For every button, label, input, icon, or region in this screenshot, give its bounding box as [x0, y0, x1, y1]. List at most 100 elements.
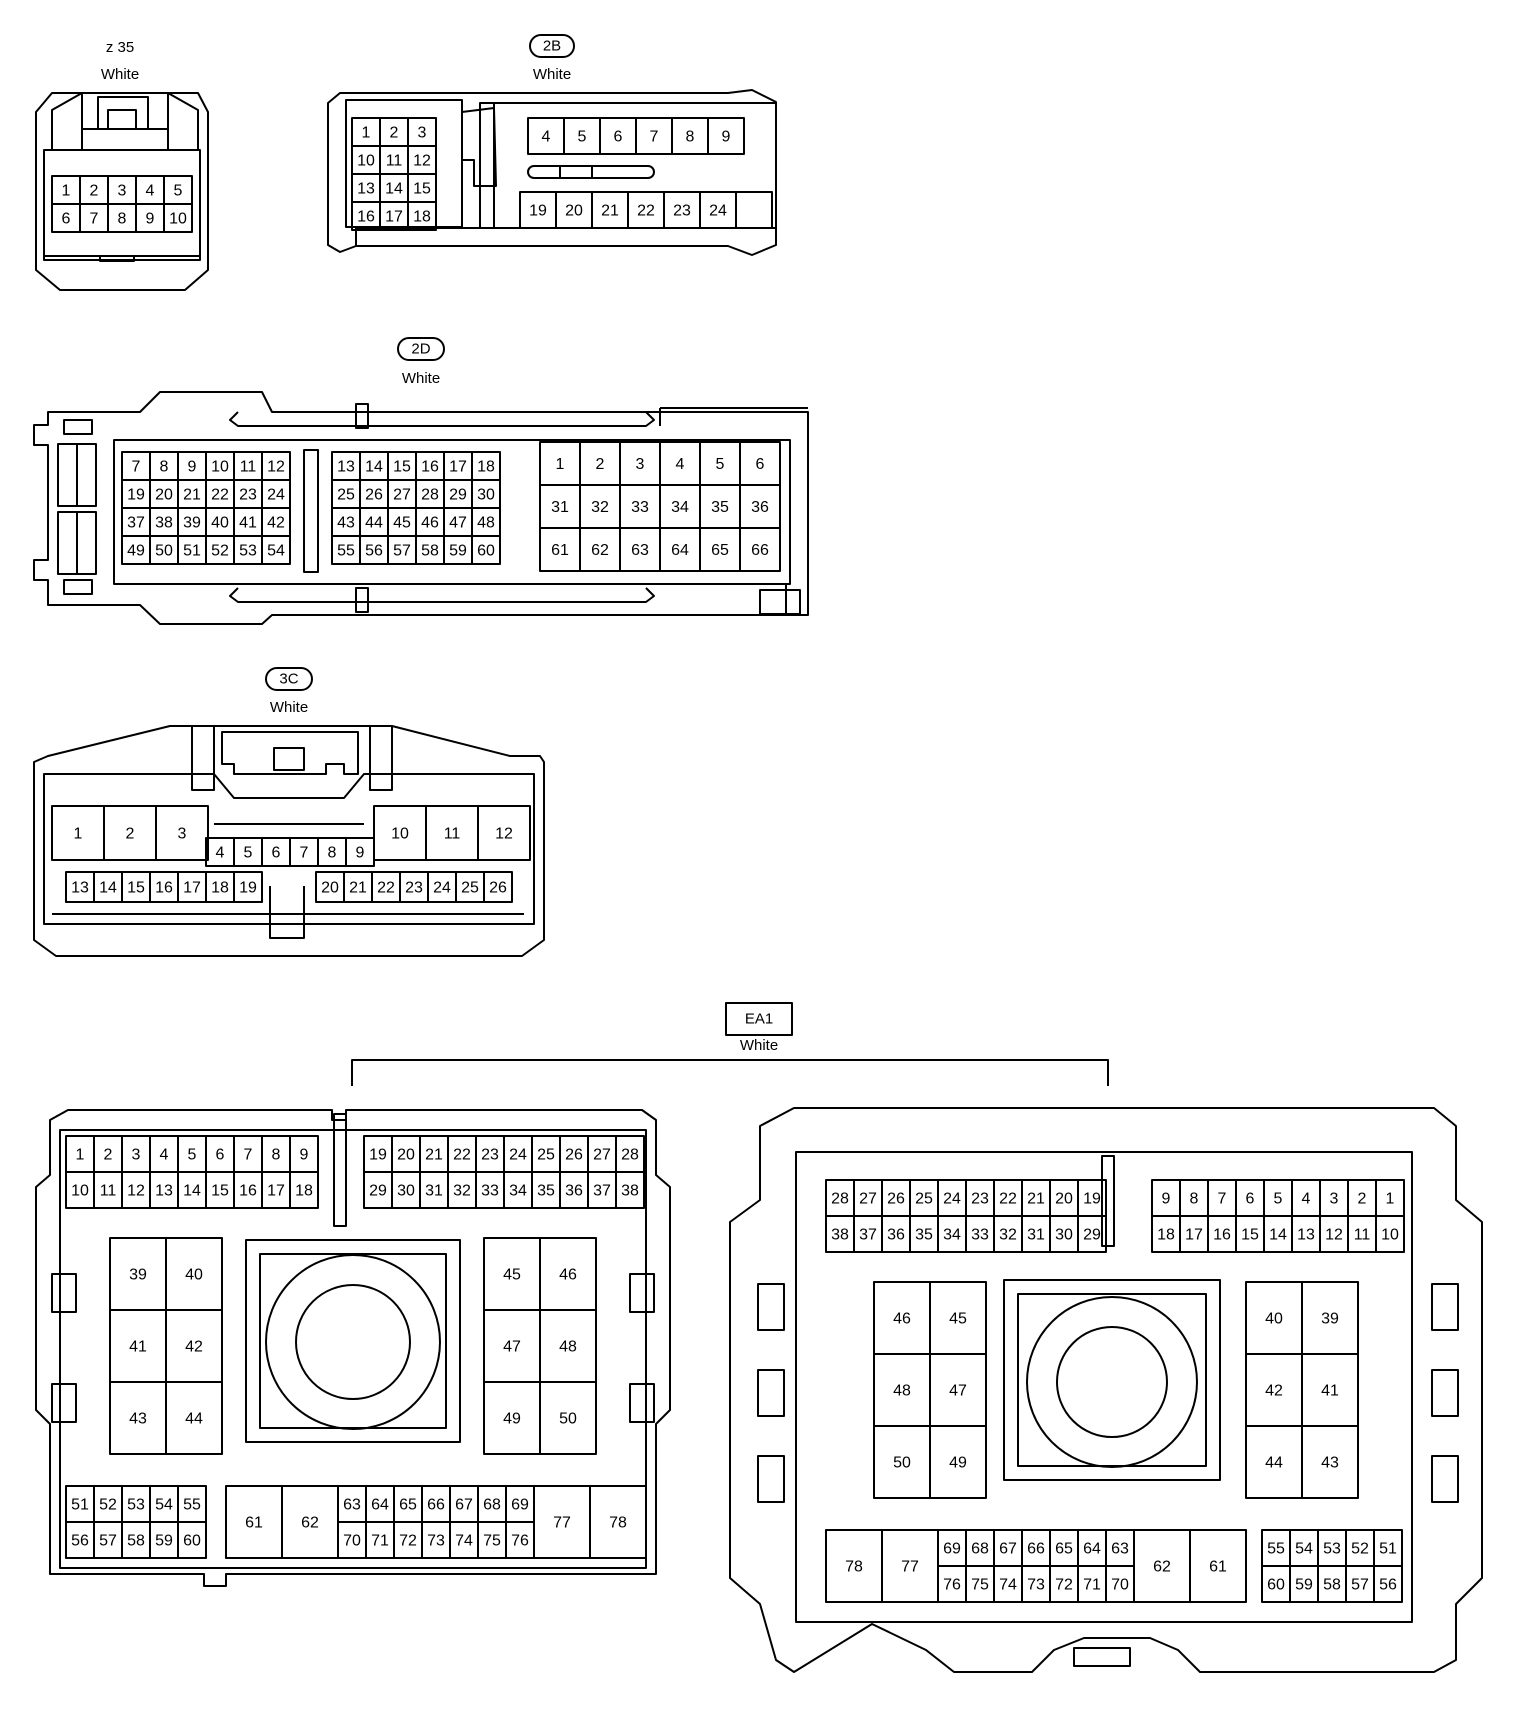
- pin-number: 19: [127, 487, 145, 504]
- pin-number: 5: [716, 456, 725, 473]
- connector-bolt-frame: [245, 1239, 461, 1443]
- pin-cell: 40: [165, 1237, 223, 1311]
- pin-cell: 47: [483, 1309, 541, 1383]
- pin-number: 69: [511, 1497, 529, 1514]
- connector-face: [795, 1151, 1413, 1623]
- pin-cell: 74: [449, 1521, 479, 1559]
- pin-number: 69: [943, 1541, 961, 1558]
- pin-number: 37: [859, 1227, 877, 1244]
- pin-number: 65: [711, 542, 729, 559]
- pin-cell: 28: [615, 1135, 645, 1173]
- pin-cell: 61: [1189, 1529, 1247, 1603]
- pin-number: 40: [185, 1267, 203, 1284]
- pin-cell: 21: [591, 191, 629, 229]
- pin-number: 14: [385, 181, 403, 198]
- pin-cell: 34: [937, 1215, 967, 1253]
- pin-number: 64: [671, 542, 689, 559]
- connector-latch: [51, 1273, 77, 1313]
- pin-cell: 45: [929, 1281, 987, 1355]
- pin-cell: 22: [371, 871, 401, 903]
- pin-cell: 7: [1207, 1179, 1237, 1217]
- pin-number: 51: [183, 543, 201, 560]
- pin-number: 45: [393, 515, 411, 532]
- pin-number: 48: [893, 1383, 911, 1400]
- pin-cell: 10: [163, 203, 193, 233]
- pin-cell: 8: [261, 1135, 291, 1173]
- pin-number: 21: [349, 880, 367, 897]
- pin-number: 3: [636, 456, 645, 473]
- pin-cell: 35: [699, 484, 741, 529]
- pin-cell: 46: [873, 1281, 931, 1355]
- pin-cell: 11: [379, 145, 409, 175]
- pin-cell: 43: [1301, 1425, 1359, 1499]
- pin-cell: 69: [505, 1485, 535, 1523]
- pin-cell: 77: [881, 1529, 939, 1603]
- pin-number: 8: [328, 845, 337, 862]
- pin-cell: 67: [993, 1529, 1023, 1567]
- pin-number: 50: [155, 543, 173, 560]
- connector-key: [269, 886, 305, 939]
- pin-number: 61: [245, 1515, 263, 1532]
- pin-cell: 18: [471, 451, 501, 481]
- pin-cell: 5: [163, 175, 193, 205]
- pin-cell: 17: [1179, 1215, 1209, 1253]
- pin-number: 18: [413, 209, 431, 226]
- pin-number: 13: [71, 880, 89, 897]
- pin-cell: 66: [739, 527, 781, 572]
- pin-cell: 25: [455, 871, 485, 903]
- pin-number: 43: [129, 1411, 147, 1428]
- pin-cell: 42: [1245, 1353, 1303, 1427]
- pin-cell: 76: [505, 1521, 535, 1559]
- pin-number: 42: [185, 1339, 203, 1356]
- pin-number: 62: [301, 1515, 319, 1532]
- pin-cell: 16: [351, 201, 381, 231]
- pin-cell: 24: [261, 479, 291, 509]
- pin-cell: 54: [261, 535, 291, 565]
- connector-latch: [1431, 1455, 1459, 1503]
- pin-number: 9: [300, 1147, 309, 1164]
- pin-number: 41: [1321, 1383, 1339, 1400]
- pin-cell: 52: [1345, 1529, 1375, 1567]
- pin-number: 3: [132, 1147, 141, 1164]
- pin-cell: 48: [471, 507, 501, 537]
- pin-number: 29: [369, 1183, 387, 1200]
- pin-number: 20: [1055, 1191, 1073, 1208]
- connector-code: z 35: [106, 39, 134, 56]
- pin-cell: 8: [317, 837, 347, 867]
- pin-number: 37: [593, 1183, 611, 1200]
- pin-number: 55: [337, 543, 355, 560]
- pin-number: 23: [405, 880, 423, 897]
- pin-cell: 12: [121, 1171, 151, 1209]
- pin-number: 23: [673, 203, 691, 220]
- pin-number: 74: [455, 1533, 473, 1550]
- pin-cell: 73: [421, 1521, 451, 1559]
- pin-number: 32: [591, 499, 609, 516]
- pin-cell: 58: [415, 535, 445, 565]
- pin-cell: 15: [205, 1171, 235, 1209]
- pin-cell: 10: [65, 1171, 95, 1209]
- pin-cell: 25: [909, 1179, 939, 1217]
- pin-cell: 11: [1347, 1215, 1377, 1253]
- pin-cell: 30: [471, 479, 501, 509]
- pin-cell: 36: [739, 484, 781, 529]
- pin-number: 53: [239, 543, 257, 560]
- pin-cell: 53: [233, 535, 263, 565]
- pin-number: 56: [365, 543, 383, 560]
- pin-number: 23: [239, 487, 257, 504]
- pin-cell: 53: [1317, 1529, 1347, 1567]
- connector-latch: [757, 1369, 785, 1417]
- pin-cell: 6: [261, 837, 291, 867]
- connector-bolt-outer: [1026, 1296, 1198, 1468]
- pin-number: 21: [601, 203, 619, 220]
- pin-number: 23: [481, 1147, 499, 1164]
- pin-number: 28: [621, 1147, 639, 1164]
- pin-cell: 76: [937, 1565, 967, 1603]
- pin-cell: 4: [135, 175, 165, 205]
- connector-ridge: [191, 726, 215, 791]
- pin-number: 1: [62, 183, 71, 200]
- pin-number: 50: [559, 1411, 577, 1428]
- pin-number: 77: [901, 1559, 919, 1576]
- pin-cell: 33: [965, 1215, 995, 1253]
- pin-number: 20: [565, 203, 583, 220]
